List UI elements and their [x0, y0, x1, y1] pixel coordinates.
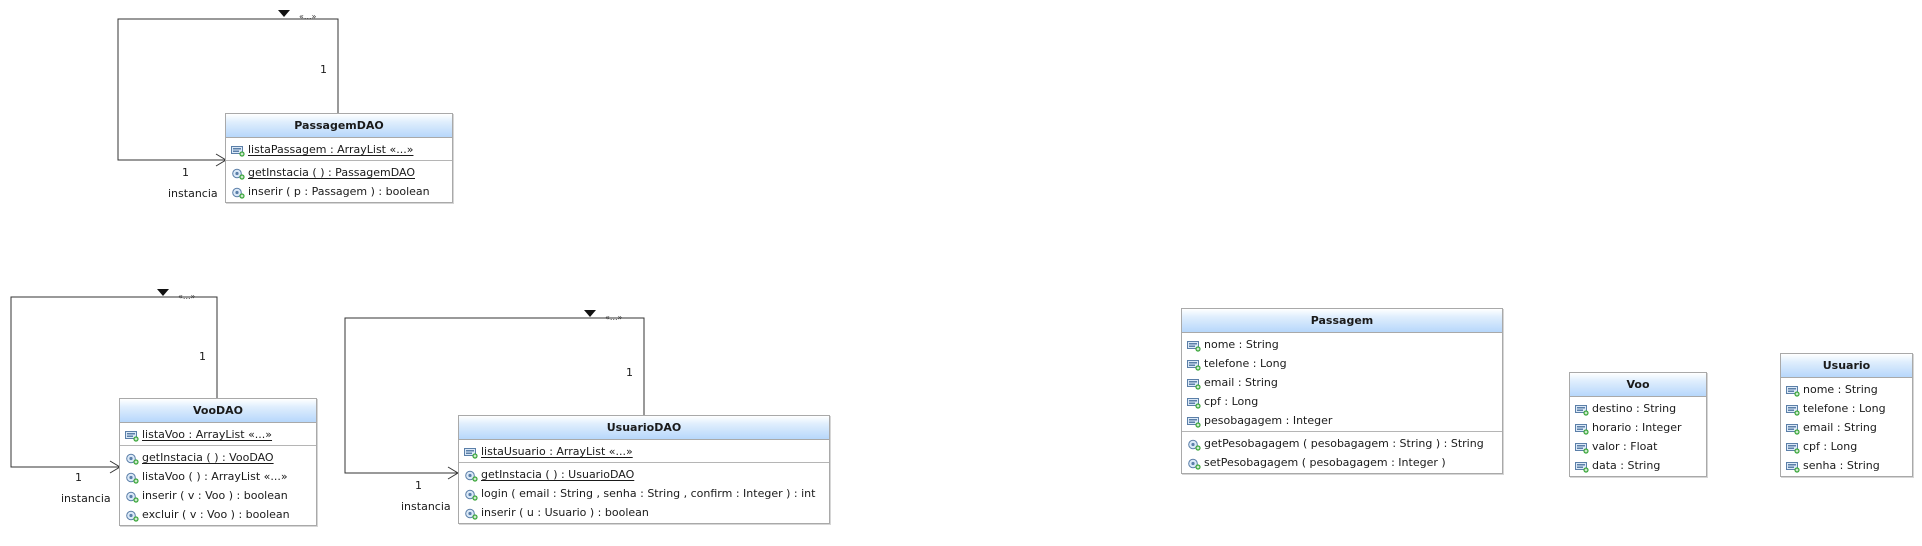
- method-row[interactable]: listaVoo ( ) : ArrayList «...»: [120, 467, 316, 486]
- attribute-row[interactable]: nome : String: [1182, 335, 1502, 354]
- class-name: PassagemDAO: [226, 114, 452, 138]
- field-icon: [1575, 403, 1589, 416]
- field-icon: [1786, 441, 1800, 454]
- method-row[interactable]: inserir ( p : Passagem ) : boolean: [226, 182, 452, 201]
- class-name: UsuarioDAO: [459, 416, 829, 440]
- class-box-usuariodao[interactable]: UsuarioDAO listaUsuario : ArrayList «...…: [458, 415, 830, 524]
- attribute-row[interactable]: destino : String: [1570, 399, 1706, 418]
- field-icon: [1575, 441, 1589, 454]
- method-row[interactable]: getInstacia ( ) : UsuarioDAO: [459, 465, 829, 484]
- attribute-row[interactable]: data : String: [1570, 456, 1706, 475]
- navigation-triangle-usuariodao: [584, 310, 596, 317]
- attribute-row[interactable]: telefone : Long: [1182, 354, 1502, 373]
- method-icon: [231, 167, 245, 180]
- method-row[interactable]: inserir ( v : Voo ) : boolean: [120, 486, 316, 505]
- method-row[interactable]: login ( email : String , senha : String …: [459, 484, 829, 503]
- method-icon: [231, 186, 245, 199]
- methods-section: getPesobagagem ( pesobagagem : String ) …: [1182, 432, 1502, 473]
- method-icon: [464, 488, 478, 501]
- class-name: Voo: [1570, 373, 1706, 397]
- role-label: instancia: [401, 500, 451, 513]
- method-icon: [1187, 457, 1201, 470]
- attributes-section: listaVoo : ArrayList «...»: [120, 423, 316, 446]
- method-icon: [464, 507, 478, 520]
- role-label: instancia: [168, 187, 218, 200]
- field-icon: [1187, 339, 1201, 352]
- attribute-row[interactable]: listaVoo : ArrayList «...»: [120, 425, 316, 444]
- method-row[interactable]: inserir ( u : Usuario ) : boolean: [459, 503, 829, 522]
- field-icon: [1786, 384, 1800, 397]
- method-icon: [125, 509, 139, 522]
- method-row[interactable]: excluir ( v : Voo ) : boolean: [120, 505, 316, 524]
- attribute-row[interactable]: valor : Float: [1570, 437, 1706, 456]
- attribute-row[interactable]: cpf : Long: [1182, 392, 1502, 411]
- field-icon: [1187, 415, 1201, 428]
- field-icon: [1575, 460, 1589, 473]
- field-icon: [1786, 403, 1800, 416]
- method-row[interactable]: getInstacia ( ) : VooDAO: [120, 448, 316, 467]
- field-icon: [231, 144, 245, 157]
- class-name: VooDAO: [120, 399, 316, 423]
- method-icon: [125, 452, 139, 465]
- class-box-voo[interactable]: Voo destino : String horario : Integer v…: [1569, 372, 1707, 477]
- attribute-row[interactable]: pesobagagem : Integer: [1182, 411, 1502, 430]
- methods-section: getInstacia ( ) : VooDAO listaVoo ( ) : …: [120, 446, 316, 525]
- method-row[interactable]: getPesobagagem ( pesobagagem : String ) …: [1182, 434, 1502, 453]
- field-icon: [1187, 377, 1201, 390]
- attribute-row[interactable]: email : String: [1182, 373, 1502, 392]
- class-box-passagemdao[interactable]: PassagemDAO listaPassagem : ArrayList «.…: [225, 113, 453, 203]
- multiplicity-label: 1: [75, 471, 82, 484]
- method-row[interactable]: setPesobagagem ( pesobagagem : Integer ): [1182, 453, 1502, 472]
- stereotype-label: «...»: [178, 292, 196, 301]
- field-icon: [1187, 358, 1201, 371]
- field-icon: [1575, 422, 1589, 435]
- stereotype-label: «...»: [605, 313, 623, 322]
- association-usuariodao-line: [344, 317, 645, 474]
- attribute-row[interactable]: senha : String: [1781, 456, 1912, 475]
- stereotype-label: «...»: [299, 12, 317, 21]
- method-icon: [464, 469, 478, 482]
- multiplicity-label: 1: [626, 366, 633, 379]
- method-row[interactable]: getInstacia ( ) : PassagemDAO: [226, 163, 452, 182]
- field-icon: [1187, 396, 1201, 409]
- attribute-row[interactable]: nome : String: [1781, 380, 1912, 399]
- field-icon: [125, 429, 139, 442]
- class-box-voodao[interactable]: VooDAO listaVoo : ArrayList «...» getIns…: [119, 398, 317, 526]
- attributes-section: nome : String telefone : Long email : St…: [1781, 378, 1912, 476]
- attribute-row[interactable]: listaPassagem : ArrayList «...»: [226, 140, 452, 159]
- field-icon: [1786, 460, 1800, 473]
- attribute-row[interactable]: horario : Integer: [1570, 418, 1706, 437]
- attribute-row[interactable]: cpf : Long: [1781, 437, 1912, 456]
- attributes-section: listaUsuario : ArrayList «...»: [459, 440, 829, 463]
- navigation-triangle-passagemdao: [278, 10, 290, 17]
- attribute-row[interactable]: email : String: [1781, 418, 1912, 437]
- attributes-section: destino : String horario : Integer valor…: [1570, 397, 1706, 476]
- multiplicity-label: 1: [199, 350, 206, 363]
- association-passagemdao-line: [117, 18, 339, 161]
- methods-section: getInstacia ( ) : PassagemDAO inserir ( …: [226, 161, 452, 202]
- association-voodao-line: [10, 296, 218, 468]
- multiplicity-label: 1: [320, 63, 327, 76]
- class-box-usuario[interactable]: Usuario nome : String telefone : Long em…: [1780, 353, 1913, 477]
- multiplicity-label: 1: [182, 166, 189, 179]
- attributes-section: listaPassagem : ArrayList «...»: [226, 138, 452, 161]
- field-icon: [1786, 422, 1800, 435]
- role-label: instancia: [61, 492, 111, 505]
- class-box-passagem[interactable]: Passagem nome : String telefone : Long e…: [1181, 308, 1503, 474]
- method-icon: [125, 490, 139, 503]
- method-icon: [125, 471, 139, 484]
- navigation-triangle-voodao: [157, 289, 169, 296]
- class-name: Passagem: [1182, 309, 1502, 333]
- attribute-row[interactable]: telefone : Long: [1781, 399, 1912, 418]
- attribute-row[interactable]: listaUsuario : ArrayList «...»: [459, 442, 829, 461]
- method-icon: [1187, 438, 1201, 451]
- methods-section: getInstacia ( ) : UsuarioDAO login ( ema…: [459, 463, 829, 523]
- class-name: Usuario: [1781, 354, 1912, 378]
- field-icon: [464, 446, 478, 459]
- attributes-section: nome : String telefone : Long email : St…: [1182, 333, 1502, 432]
- multiplicity-label: 1: [415, 479, 422, 492]
